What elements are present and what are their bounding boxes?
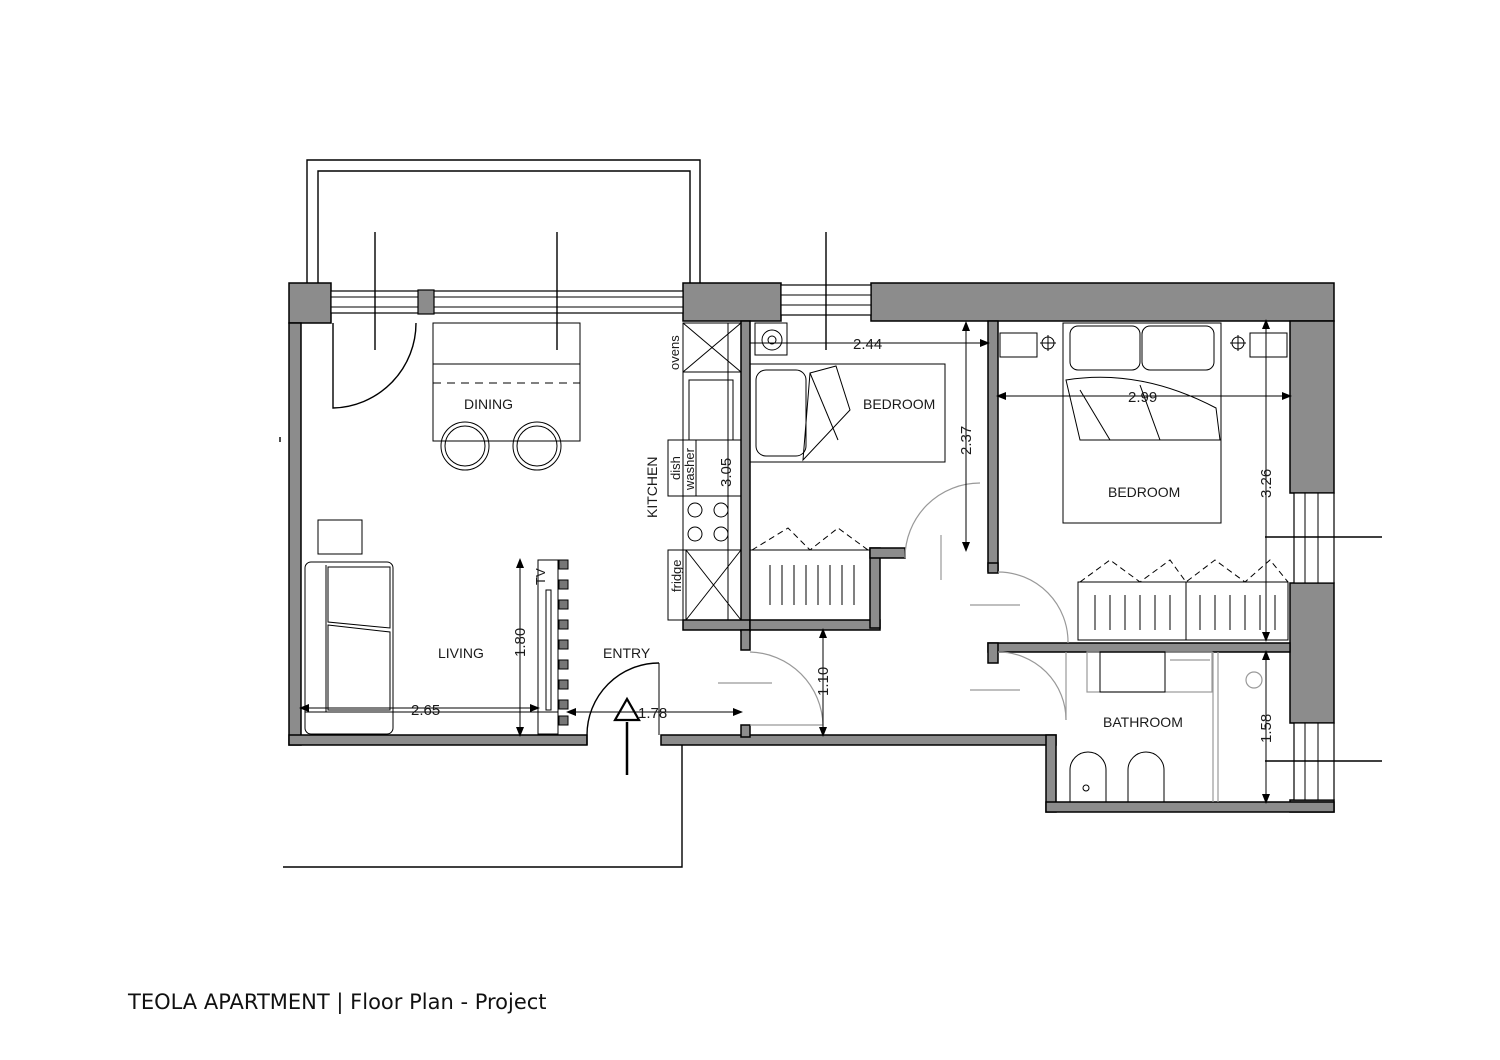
label-ovens: ovens <box>667 335 682 370</box>
caption-project: TEOLA APARTMENT <box>128 990 330 1014</box>
section-lines <box>279 232 1382 762</box>
dim-bedroom-master-width: 2.99 <box>1128 389 1157 406</box>
label-living: LIVING <box>438 645 484 661</box>
label-kitchen: KITCHEN <box>644 457 660 518</box>
doors <box>332 322 1069 745</box>
label-fridge: fridge <box>669 559 684 592</box>
entry-arrow-icon <box>613 696 641 775</box>
dim-living-width: 2.65 <box>411 702 440 719</box>
dim-bedroom-master-depth: 3.26 <box>1258 469 1275 498</box>
single-bed <box>749 322 946 463</box>
balcony <box>306 159 701 283</box>
caption-subtitle: Floor Plan - Project <box>350 990 547 1014</box>
small-wardrobe <box>749 527 871 621</box>
hangers <box>769 565 855 605</box>
master-wardrobe <box>1077 559 1289 641</box>
tv-shelf-squares <box>558 559 569 726</box>
dimension-lines <box>299 319 1292 804</box>
label-bedroom-small: BEDROOM <box>863 396 935 412</box>
label-entry: ENTRY <box>603 645 651 661</box>
dim-bedroom-small-width: 2.44 <box>853 336 882 353</box>
label-dish: dish <box>668 456 683 480</box>
label-bedroom-master: BEDROOM <box>1108 484 1180 500</box>
kitchen-counter <box>667 322 742 621</box>
label-bathroom: BATHROOM <box>1103 714 1183 730</box>
dim-corridor: 1.10 <box>815 667 832 696</box>
dining-table <box>432 322 581 471</box>
label-tv: TV <box>533 568 548 585</box>
dim-bathroom: 1.58 <box>1258 714 1275 743</box>
exterior-lines <box>283 745 683 868</box>
double-bed <box>999 322 1288 524</box>
label-dining: DINING <box>464 396 513 412</box>
caption-separator: | <box>336 990 344 1014</box>
label-washer: washer <box>682 447 697 491</box>
dim-living-height: 1.80 <box>512 628 529 657</box>
dim-bedroom-small-depth: 2.37 <box>958 426 975 455</box>
plan-caption: TEOLA APARTMENT | Floor Plan - Project <box>128 990 547 1014</box>
bathroom-fixtures <box>1069 651 1263 802</box>
dim-kitchen: 3.05 <box>718 458 735 487</box>
dim-entry: 1.78 <box>638 705 667 722</box>
windows <box>330 284 1335 801</box>
walls <box>288 282 1335 813</box>
living-furniture <box>304 519 569 735</box>
